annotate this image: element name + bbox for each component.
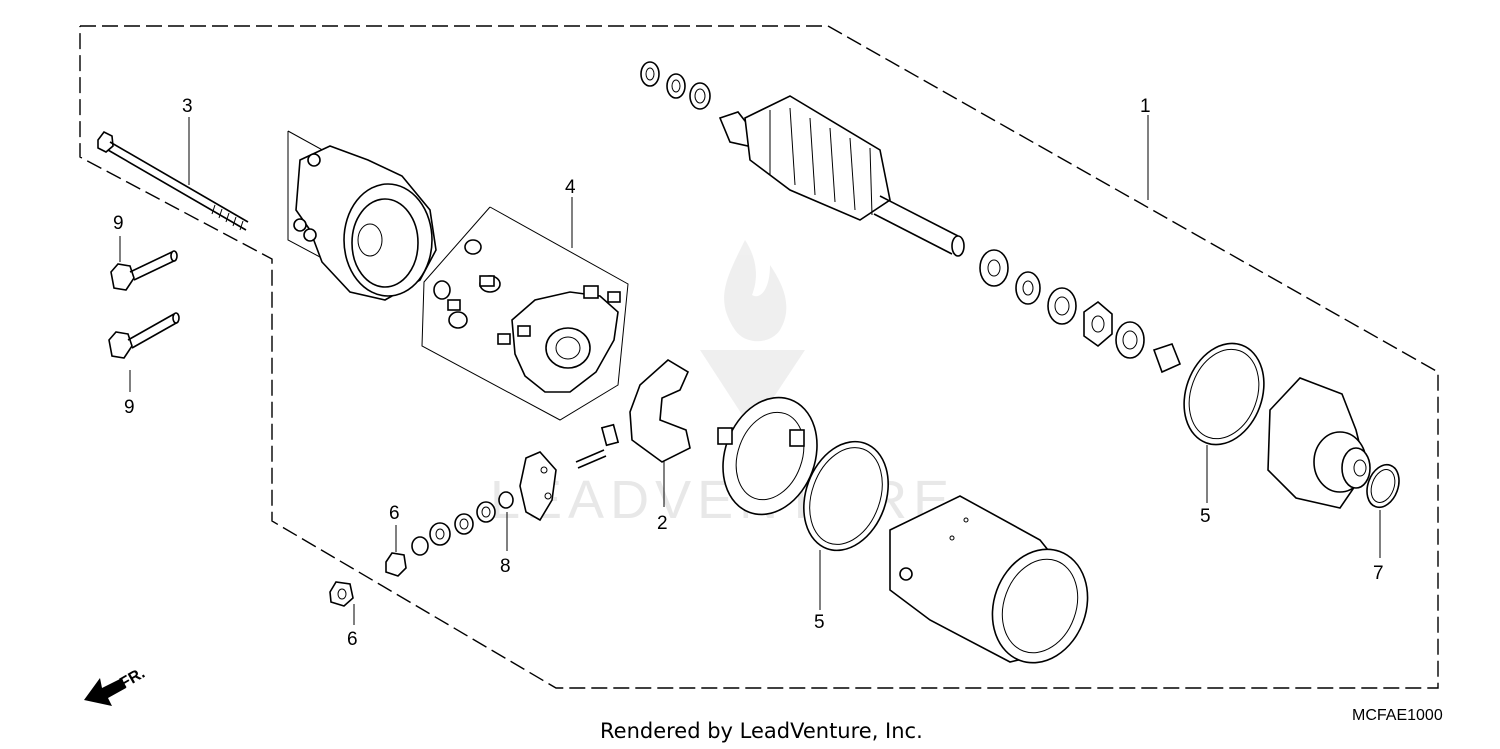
washer-bearing-set: [979, 249, 1182, 374]
front-direction-arrow: FR.: [84, 665, 148, 706]
callout-2: 2: [657, 513, 668, 534]
rear-cover: [287, 130, 437, 301]
callout-3: 3: [182, 96, 193, 117]
assembly-boundary: [79, 25, 1439, 689]
callout-5-middle: 5: [814, 612, 825, 633]
callout-9-lower: 9: [124, 397, 135, 418]
o-ring-right: [1183, 342, 1265, 446]
terminal-insulator: [575, 359, 691, 469]
callout-6-lower: 6: [347, 629, 358, 650]
render-credit: Rendered by LeadVenture, Inc.: [600, 719, 923, 743]
callout-1: 1: [1140, 96, 1151, 117]
washer-set-upper: [640, 61, 711, 110]
callout-4: 4: [565, 177, 576, 198]
callout-7: 7: [1373, 563, 1384, 584]
callouts: 1 2 3 4 5 5 6 6 7 8 9 9: [113, 96, 1384, 650]
brush-holder-kit: [421, 206, 629, 421]
callout-5-right: 5: [1200, 506, 1211, 527]
through-bolt: [97, 130, 249, 231]
callout-8: 8: [500, 556, 511, 577]
front-cover: [1267, 377, 1371, 509]
flange-bolt-lower: [108, 312, 180, 359]
callout-9-upper: 9: [113, 213, 124, 234]
callout-6-upper: 6: [389, 503, 400, 524]
snap-ring: [1366, 463, 1400, 509]
terminal-nut: [329, 581, 354, 607]
o-ring-middle: [803, 440, 889, 552]
field-magnet-ring: [717, 396, 818, 516]
terminal-washer-set: [385, 491, 514, 577]
armature: [718, 95, 965, 257]
flange-bolt-upper: [110, 250, 178, 291]
leader-lines: [119, 115, 1381, 625]
yoke-housing: [889, 495, 1089, 664]
insulator-bush: [519, 451, 557, 522]
diagram-code: MCFAE1000: [1352, 707, 1443, 724]
